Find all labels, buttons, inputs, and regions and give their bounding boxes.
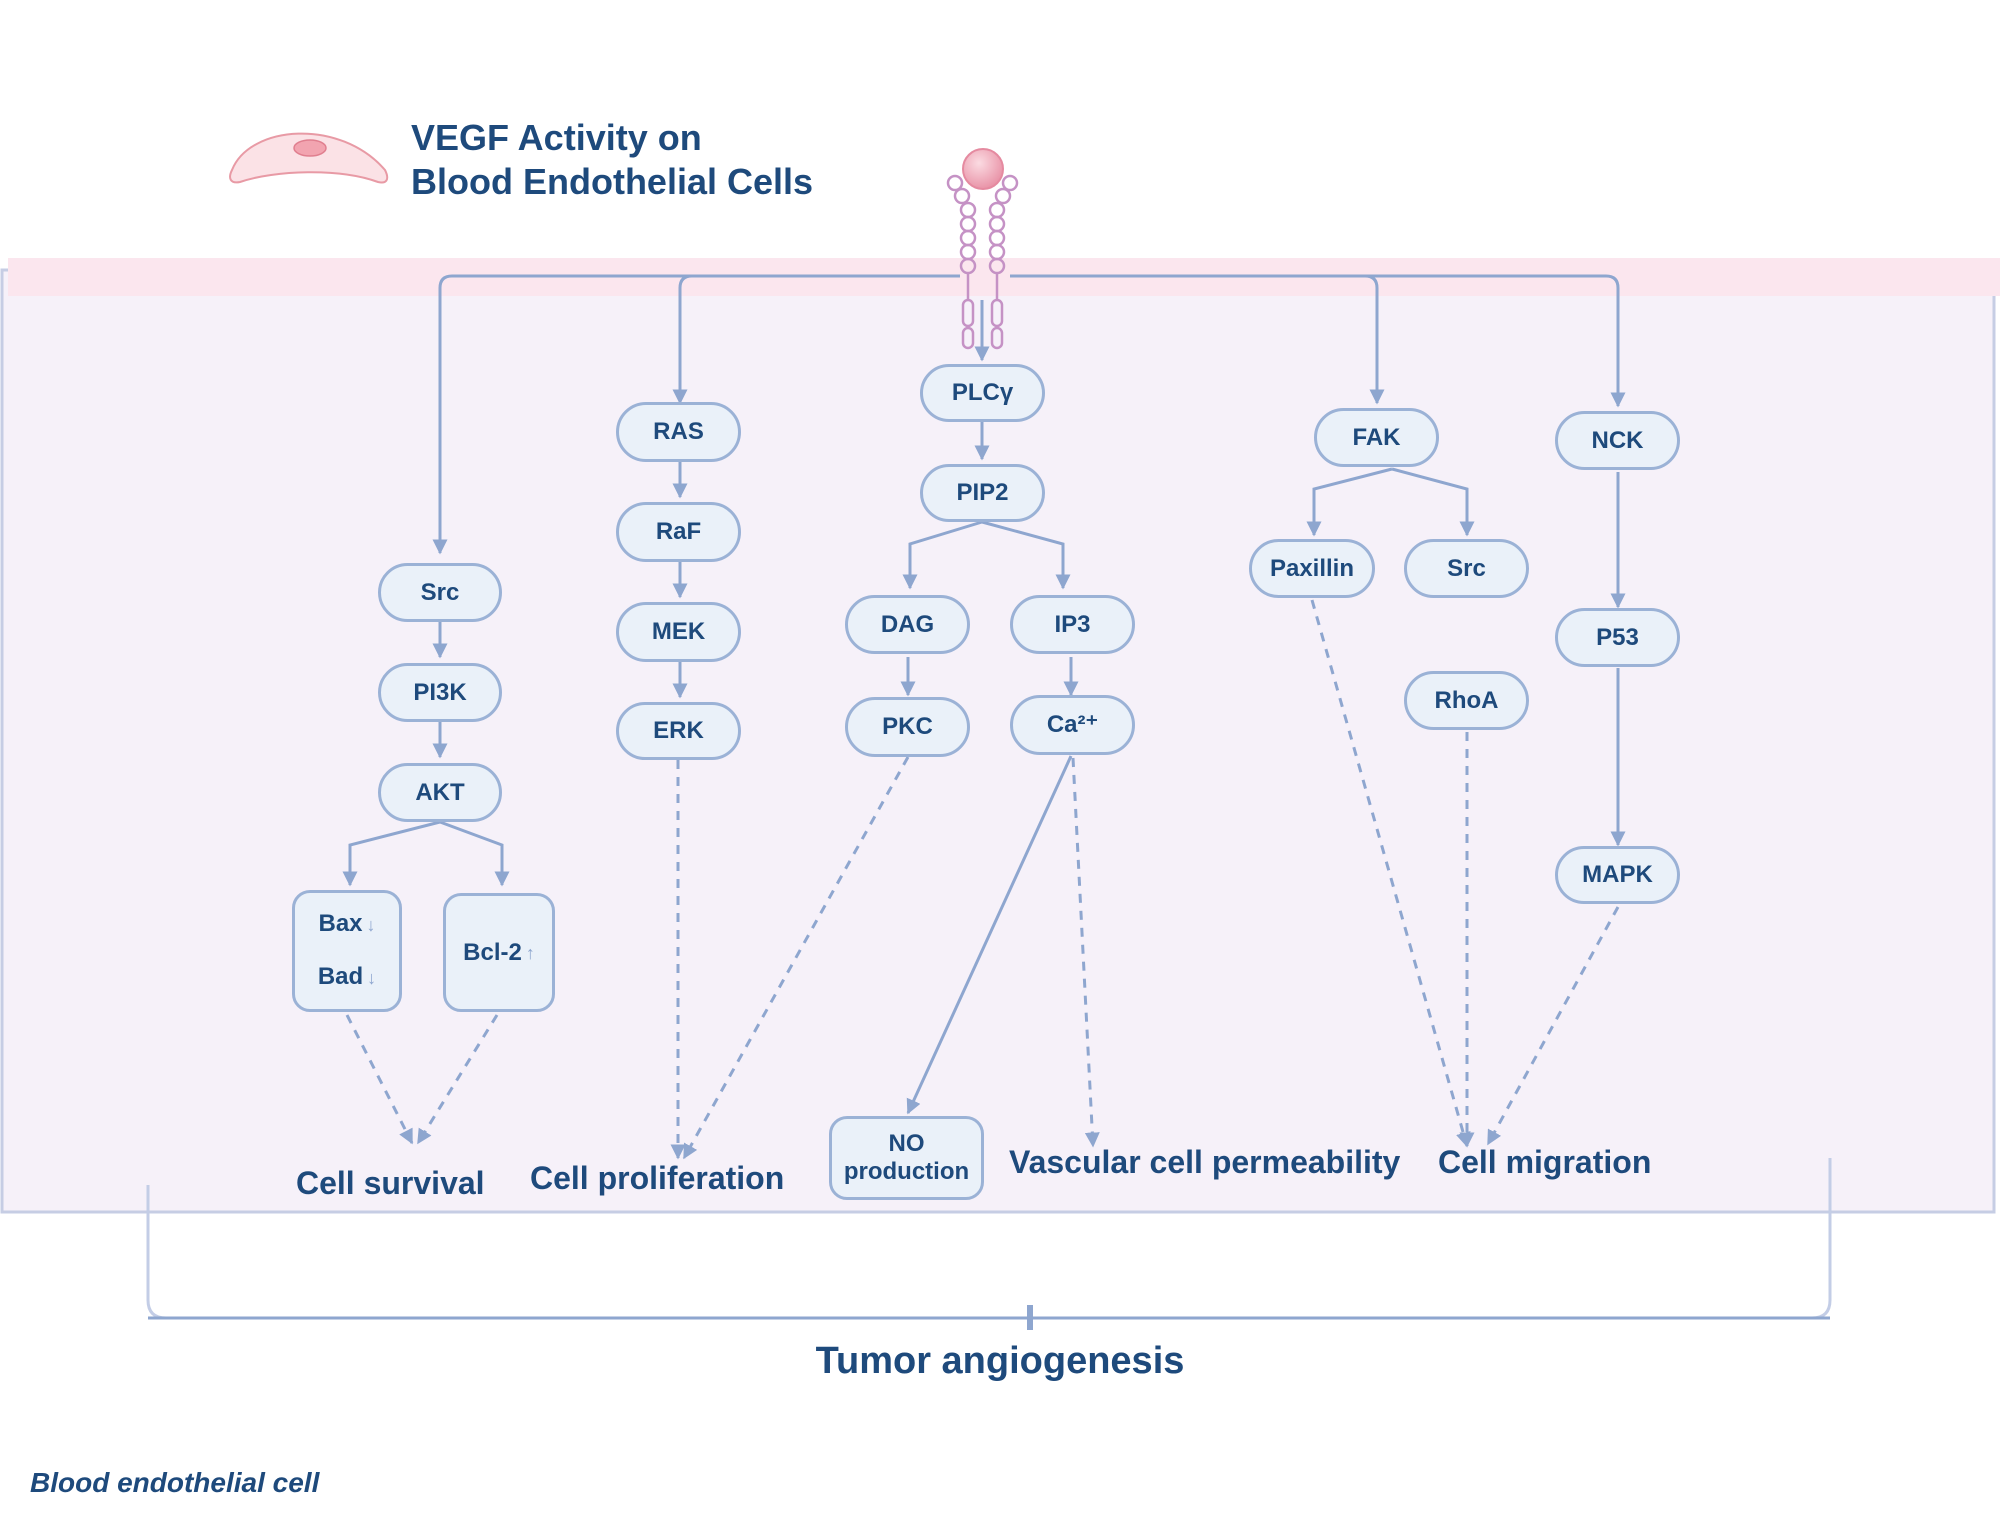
bcl2-up-arrow-icon: ↑: [525, 942, 535, 963]
dashed-arrows: [345, 599, 1620, 1160]
vegf-receptor: [946, 174, 1019, 350]
node-p53: P53: [1555, 608, 1680, 667]
outcome-cell-migration: Cell migration: [1438, 1144, 1652, 1180]
node-calcium: Ca²⁺: [1010, 695, 1135, 755]
node-src-left: Src: [378, 563, 502, 622]
outcome-vascular-permeability: Vascular cell permeability: [1009, 1144, 1401, 1180]
node-rhoa: RhoA: [1404, 671, 1529, 730]
node-src-right: Src: [1404, 539, 1529, 598]
no-line-2: production: [843, 1158, 970, 1185]
outcome-cell-proliferation: Cell proliferation: [530, 1160, 785, 1196]
node-bax-bad: Bax↓ Bad↓: [292, 890, 402, 1012]
node-no-production: NO production: [829, 1116, 984, 1200]
vegf-ligand: [962, 148, 1004, 190]
bax-label: Bax: [318, 910, 363, 937]
node-pkc: PKC: [845, 697, 970, 757]
node-mapk: MAPK: [1555, 846, 1680, 904]
diagram-title: VEGF Activity on Blood Endothelial Cells: [411, 116, 813, 204]
node-pi3k: PI3K: [378, 663, 502, 722]
bcl2-label: Bcl-2: [463, 938, 522, 966]
branch-lines: [432, 274, 1626, 555]
node-nck: NCK: [1555, 411, 1680, 470]
title-line-1: VEGF Activity on: [411, 117, 702, 158]
bad-label: Bad: [317, 963, 364, 990]
outcome-cell-survival: Cell survival: [296, 1165, 485, 1201]
bad-down-arrow-icon: ↓: [367, 968, 377, 988]
node-raf: RaF: [616, 502, 741, 562]
solid-arrows: [342, 422, 1626, 1115]
node-paxillin: Paxillin: [1249, 539, 1375, 598]
tumor-bracket: [146, 1158, 1832, 1330]
node-mek: MEK: [616, 602, 741, 662]
tumor-angiogenesis-label: Tumor angiogenesis: [815, 1340, 1185, 1382]
node-ip3: IP3: [1010, 595, 1135, 654]
endothelial-cell-icon: [229, 132, 389, 184]
node-akt: AKT: [378, 763, 502, 822]
title-line-2: Blood Endothelial Cells: [411, 161, 814, 202]
node-dag: DAG: [845, 595, 970, 654]
node-fak: FAK: [1314, 408, 1439, 467]
node-ras: RAS: [616, 402, 741, 462]
cell-caption: Blood endothelial cell: [30, 1467, 320, 1498]
node-plcg: PLCγ: [920, 364, 1045, 422]
no-line-1: NO: [888, 1130, 925, 1157]
node-erk: ERK: [616, 702, 741, 760]
node-bcl2: Bcl-2↑: [443, 893, 555, 1012]
bad-row: Bad↓: [318, 963, 376, 992]
bax-down-arrow-icon: ↓: [366, 915, 376, 935]
node-pip2: PIP2: [920, 464, 1045, 522]
bax-row: Bax↓: [318, 910, 375, 939]
